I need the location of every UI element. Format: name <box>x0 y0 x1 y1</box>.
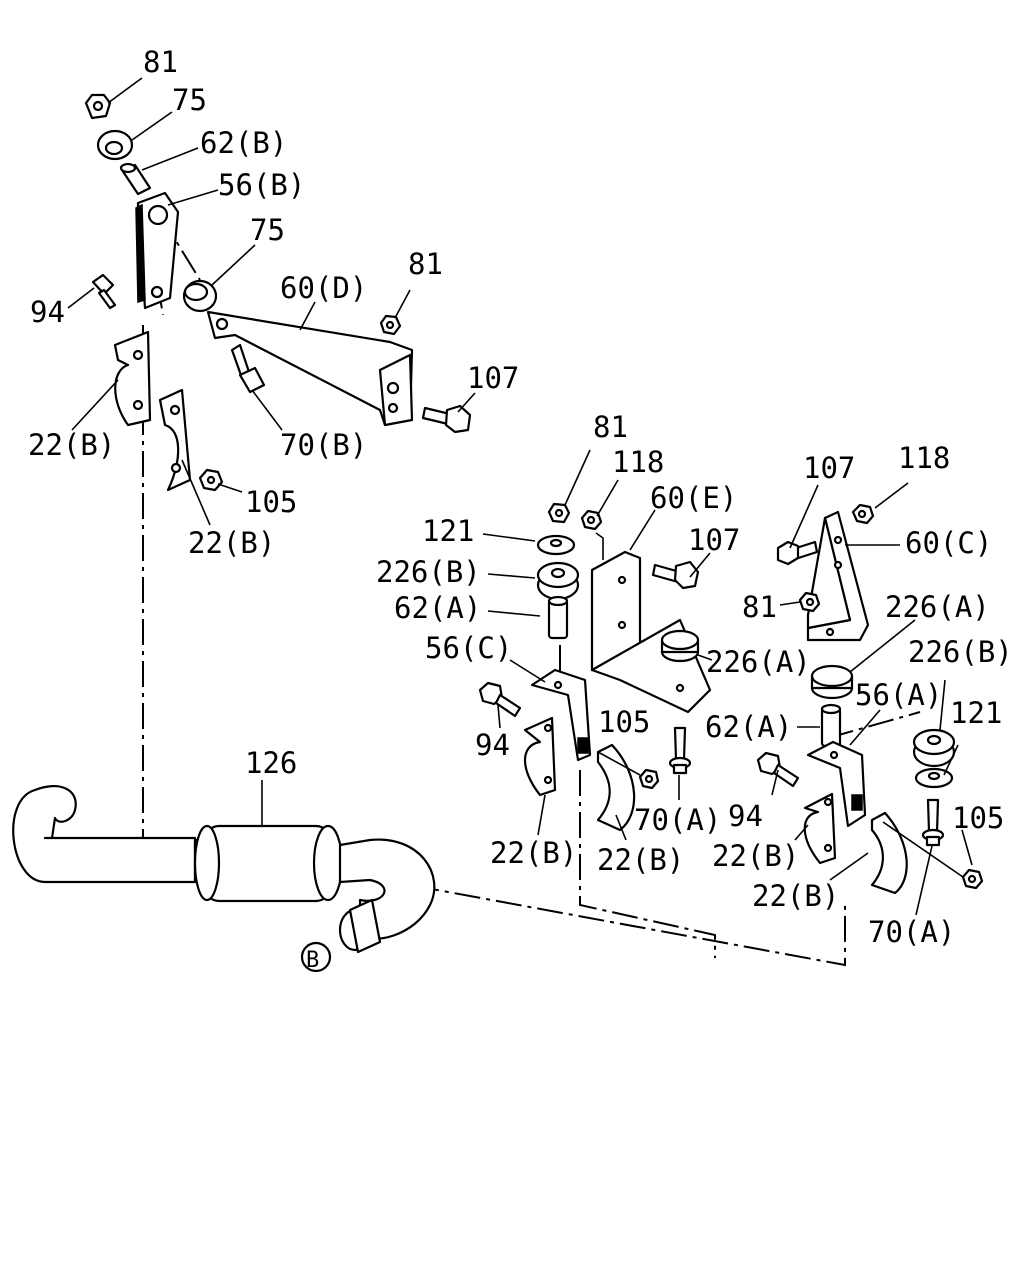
nut-81-right <box>379 314 402 336</box>
clamp-22b-mid-left <box>523 716 557 797</box>
mount-226b-right <box>912 728 956 768</box>
callout-22b-right-right: 22(B) <box>752 879 839 913</box>
bushing-75-mid <box>182 279 218 313</box>
mount-226a-right <box>810 664 854 700</box>
nut-105-mid <box>638 768 660 790</box>
callout-226b-mid: 226(B) <box>376 555 481 589</box>
mount-226a-mid <box>660 629 700 663</box>
upper-hanger-assembly <box>84 93 472 492</box>
callout-126: 126 <box>245 746 297 780</box>
right-mount-assembly <box>756 503 984 895</box>
callout-22b-mid-left: 22(B) <box>490 836 577 870</box>
callout-22b-mid-right: 22(B) <box>597 843 684 877</box>
bolt-70a-mid <box>668 726 692 775</box>
callout-118-mid: 118 <box>612 445 664 479</box>
callout-75: 75 <box>172 83 207 117</box>
callout-118-right: 118 <box>898 441 950 475</box>
bolt-107-right <box>776 540 819 566</box>
nut-118-right <box>851 503 875 525</box>
callout-107-mid: 107 <box>688 523 740 557</box>
callout-62a-right: 62(A) <box>705 710 792 744</box>
middle-mount-assembly <box>478 502 712 832</box>
callout-105-mid: 105 <box>598 705 650 739</box>
callout-121-mid: 121 <box>422 514 474 548</box>
reference-marker-b: B <box>306 948 319 973</box>
bolt-70b <box>230 343 266 394</box>
bolt-70a-right <box>921 798 945 847</box>
nut-81-right-mount <box>798 591 821 613</box>
callout-107-right: 107 <box>803 451 855 485</box>
bushing-75-top <box>96 129 134 161</box>
mount-226b-mid <box>536 561 580 601</box>
bolt-94-right <box>756 751 800 788</box>
bolt-107-mid <box>651 560 700 590</box>
nut-105-right <box>961 868 984 890</box>
callout-56b: 56(B) <box>218 168 305 202</box>
nut-105-top <box>198 468 224 492</box>
callout-226b-right: 226(B) <box>908 635 1013 669</box>
callout-62a-mid: 62(A) <box>394 591 481 625</box>
nut-81-top <box>84 93 112 120</box>
callout-94-top: 94 <box>30 295 65 329</box>
sleeve-62b <box>119 162 152 196</box>
bolt-94-top <box>91 273 117 310</box>
callout-62b: 62(B) <box>200 126 287 160</box>
bracket-56c <box>530 668 592 762</box>
leader-lines <box>67 77 973 916</box>
bolt-107-upper <box>421 404 472 434</box>
callout-22b-upper-left: 22(B) <box>28 428 115 462</box>
callout-22b-right-left: 22(B) <box>712 839 799 873</box>
bracket-56a <box>806 740 867 828</box>
callout-105-top: 105 <box>245 485 297 519</box>
muffler-assembly <box>12 785 436 973</box>
sleeve-62a-right <box>820 703 842 748</box>
callout-94-mid: 94 <box>475 728 510 762</box>
callout-107-upper: 107 <box>467 361 519 395</box>
callout-70a-right: 70(A) <box>868 915 955 949</box>
bolt-94-mid <box>478 681 522 718</box>
callout-81-right: 81 <box>408 247 443 281</box>
clamp-22b-upper-right <box>158 388 192 492</box>
callout-226a-right: 226(A) <box>885 590 990 624</box>
clamp-22b-upper-left <box>113 330 152 427</box>
sleeve-62a-mid <box>547 595 569 640</box>
callout-81: 81 <box>143 45 178 79</box>
bracket-60d <box>206 310 414 427</box>
callout-60c: 60(C) <box>905 526 992 560</box>
callout-226a-mid: 226(A) <box>706 645 811 679</box>
callout-56a: 56(A) <box>855 678 942 712</box>
clamp-22b-right-left <box>803 792 837 865</box>
callout-70b: 70(B) <box>280 428 367 462</box>
callout-81-mid: 81 <box>593 410 628 444</box>
washer-121-right <box>914 767 954 789</box>
callout-94-right: 94 <box>728 799 763 833</box>
callout-56c: 56(C) <box>425 631 512 665</box>
clamp-22b-right-right <box>870 811 908 895</box>
bracket-56b <box>135 191 180 310</box>
washer-121-mid <box>536 534 576 556</box>
callout-75-mid: 75 <box>250 213 285 247</box>
nut-81-mid <box>547 502 571 524</box>
callout-60e: 60(E) <box>650 481 737 515</box>
nut-118-mid <box>580 509 603 531</box>
callout-81-right-mount: 81 <box>742 590 777 624</box>
callout-121-right: 121 <box>950 696 1002 730</box>
callout-60d: 60(D) <box>280 271 367 305</box>
callout-105-right: 105 <box>952 801 1004 835</box>
callout-70a-mid: 70(A) <box>634 803 721 837</box>
callout-labels: 81 75 62(B) 56(B) 75 60(D) 81 94 107 22(… <box>28 45 1013 973</box>
bracket-60c <box>806 510 870 642</box>
callout-22b-upper-right: 22(B) <box>188 526 275 560</box>
